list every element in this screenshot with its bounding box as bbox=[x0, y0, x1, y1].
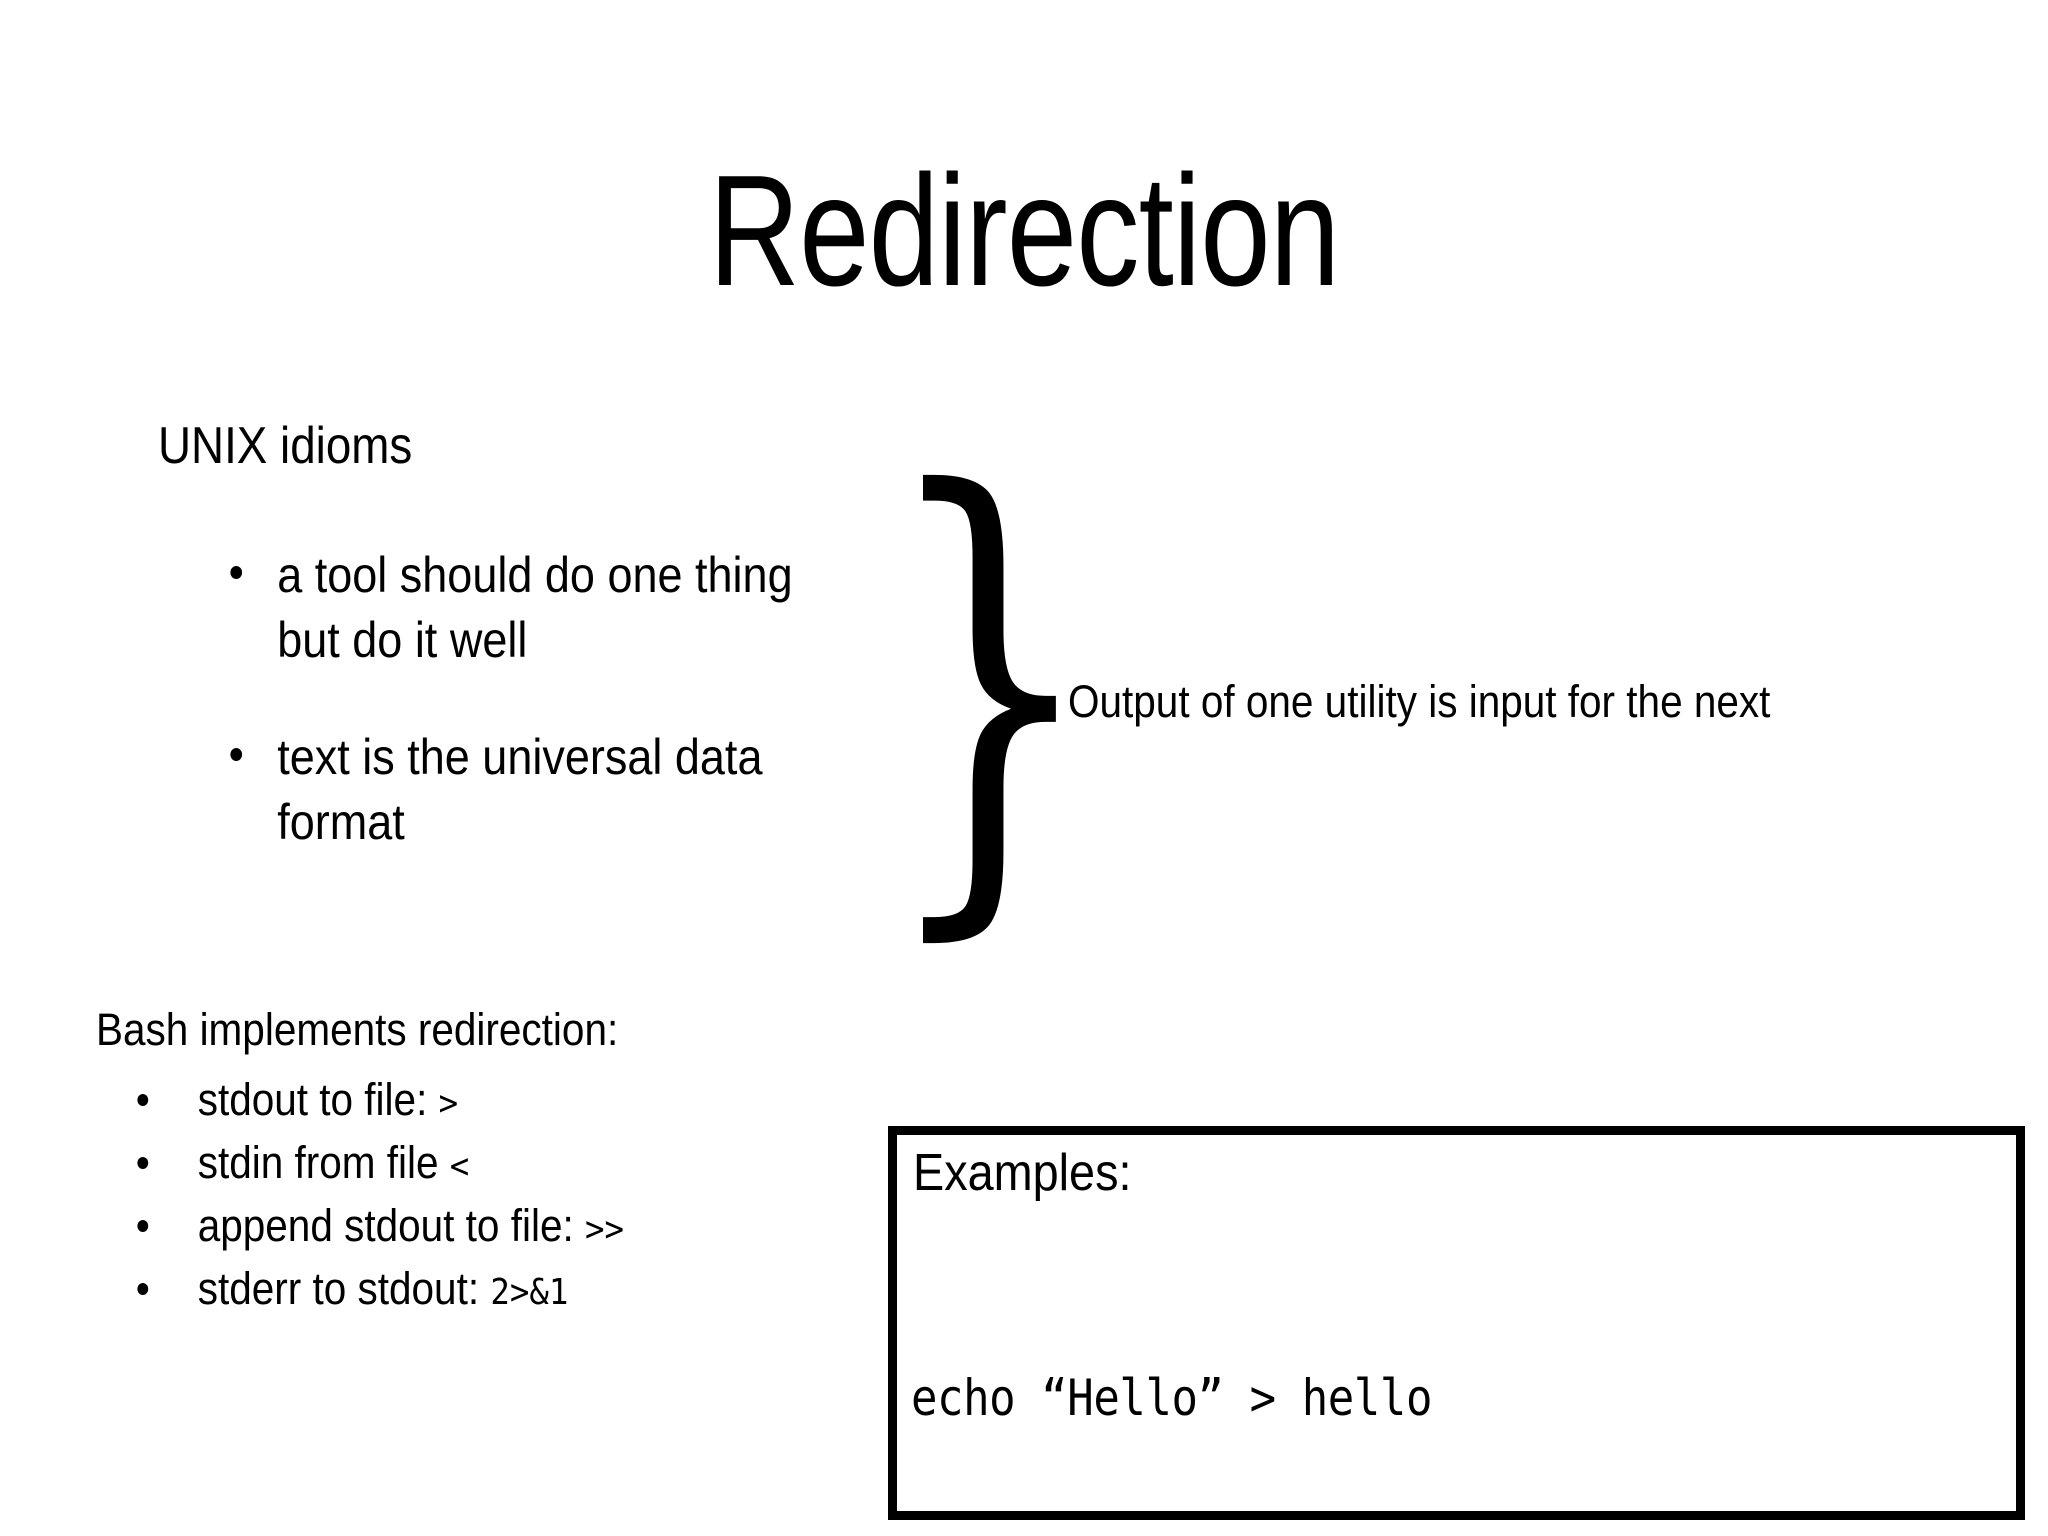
list-item-code: >> bbox=[584, 1209, 625, 1250]
examples-box: Examples: echo “Hello” > hello cat < hel… bbox=[888, 1126, 2025, 1520]
list-item-code: < bbox=[449, 1146, 470, 1187]
bullet-icon bbox=[137, 1283, 149, 1295]
bash-redirection-list: stdout to file: > stdin from file < appe… bbox=[96, 1068, 856, 1320]
code-line: echo “Hello” > hello bbox=[911, 1369, 1433, 1427]
list-item-label: append stdout to file: bbox=[197, 1200, 585, 1251]
list-item-label: stderr to stdout: bbox=[197, 1263, 491, 1314]
bullet-icon bbox=[230, 566, 243, 579]
bullet-icon bbox=[137, 1094, 149, 1106]
list-item: a tool should do one thing but do it wel… bbox=[225, 543, 801, 673]
list-item-code: 2>&1 bbox=[490, 1272, 569, 1313]
unix-idioms-heading: UNIX idioms bbox=[158, 417, 413, 475]
list-item: stderr to stdout: 2>&1 bbox=[96, 1257, 780, 1320]
list-item-label: stdin from file bbox=[197, 1137, 450, 1188]
list-item: text is the universal data format bbox=[225, 725, 801, 855]
curly-brace-icon: } bbox=[880, 390, 1099, 981]
list-item: stdin from file < bbox=[96, 1131, 780, 1194]
bullet-icon bbox=[230, 748, 243, 761]
bash-redirection-heading: Bash implements redirection: bbox=[96, 1004, 619, 1055]
list-item-label: stdout to file: bbox=[197, 1074, 439, 1125]
examples-title: Examples: bbox=[913, 1144, 1132, 1202]
bullet-icon bbox=[137, 1220, 149, 1232]
list-item: stdout to file: > bbox=[96, 1068, 780, 1131]
examples-code-block: echo “Hello” > hello cat < hello echo “W… bbox=[911, 1211, 1666, 1536]
unix-idioms-list: a tool should do one thing but do it wel… bbox=[225, 543, 865, 855]
page-title: Redirection bbox=[708, 143, 1340, 319]
brace-caption: Output of one utility is input for the n… bbox=[1068, 676, 1771, 727]
list-item: append stdout to file: >> bbox=[96, 1194, 780, 1257]
list-item-code: > bbox=[438, 1083, 459, 1124]
bullet-icon bbox=[137, 1157, 149, 1169]
list-item-label: a tool should do one thing but do it wel… bbox=[277, 547, 793, 668]
list-item-label: text is the universal data format bbox=[277, 729, 763, 850]
